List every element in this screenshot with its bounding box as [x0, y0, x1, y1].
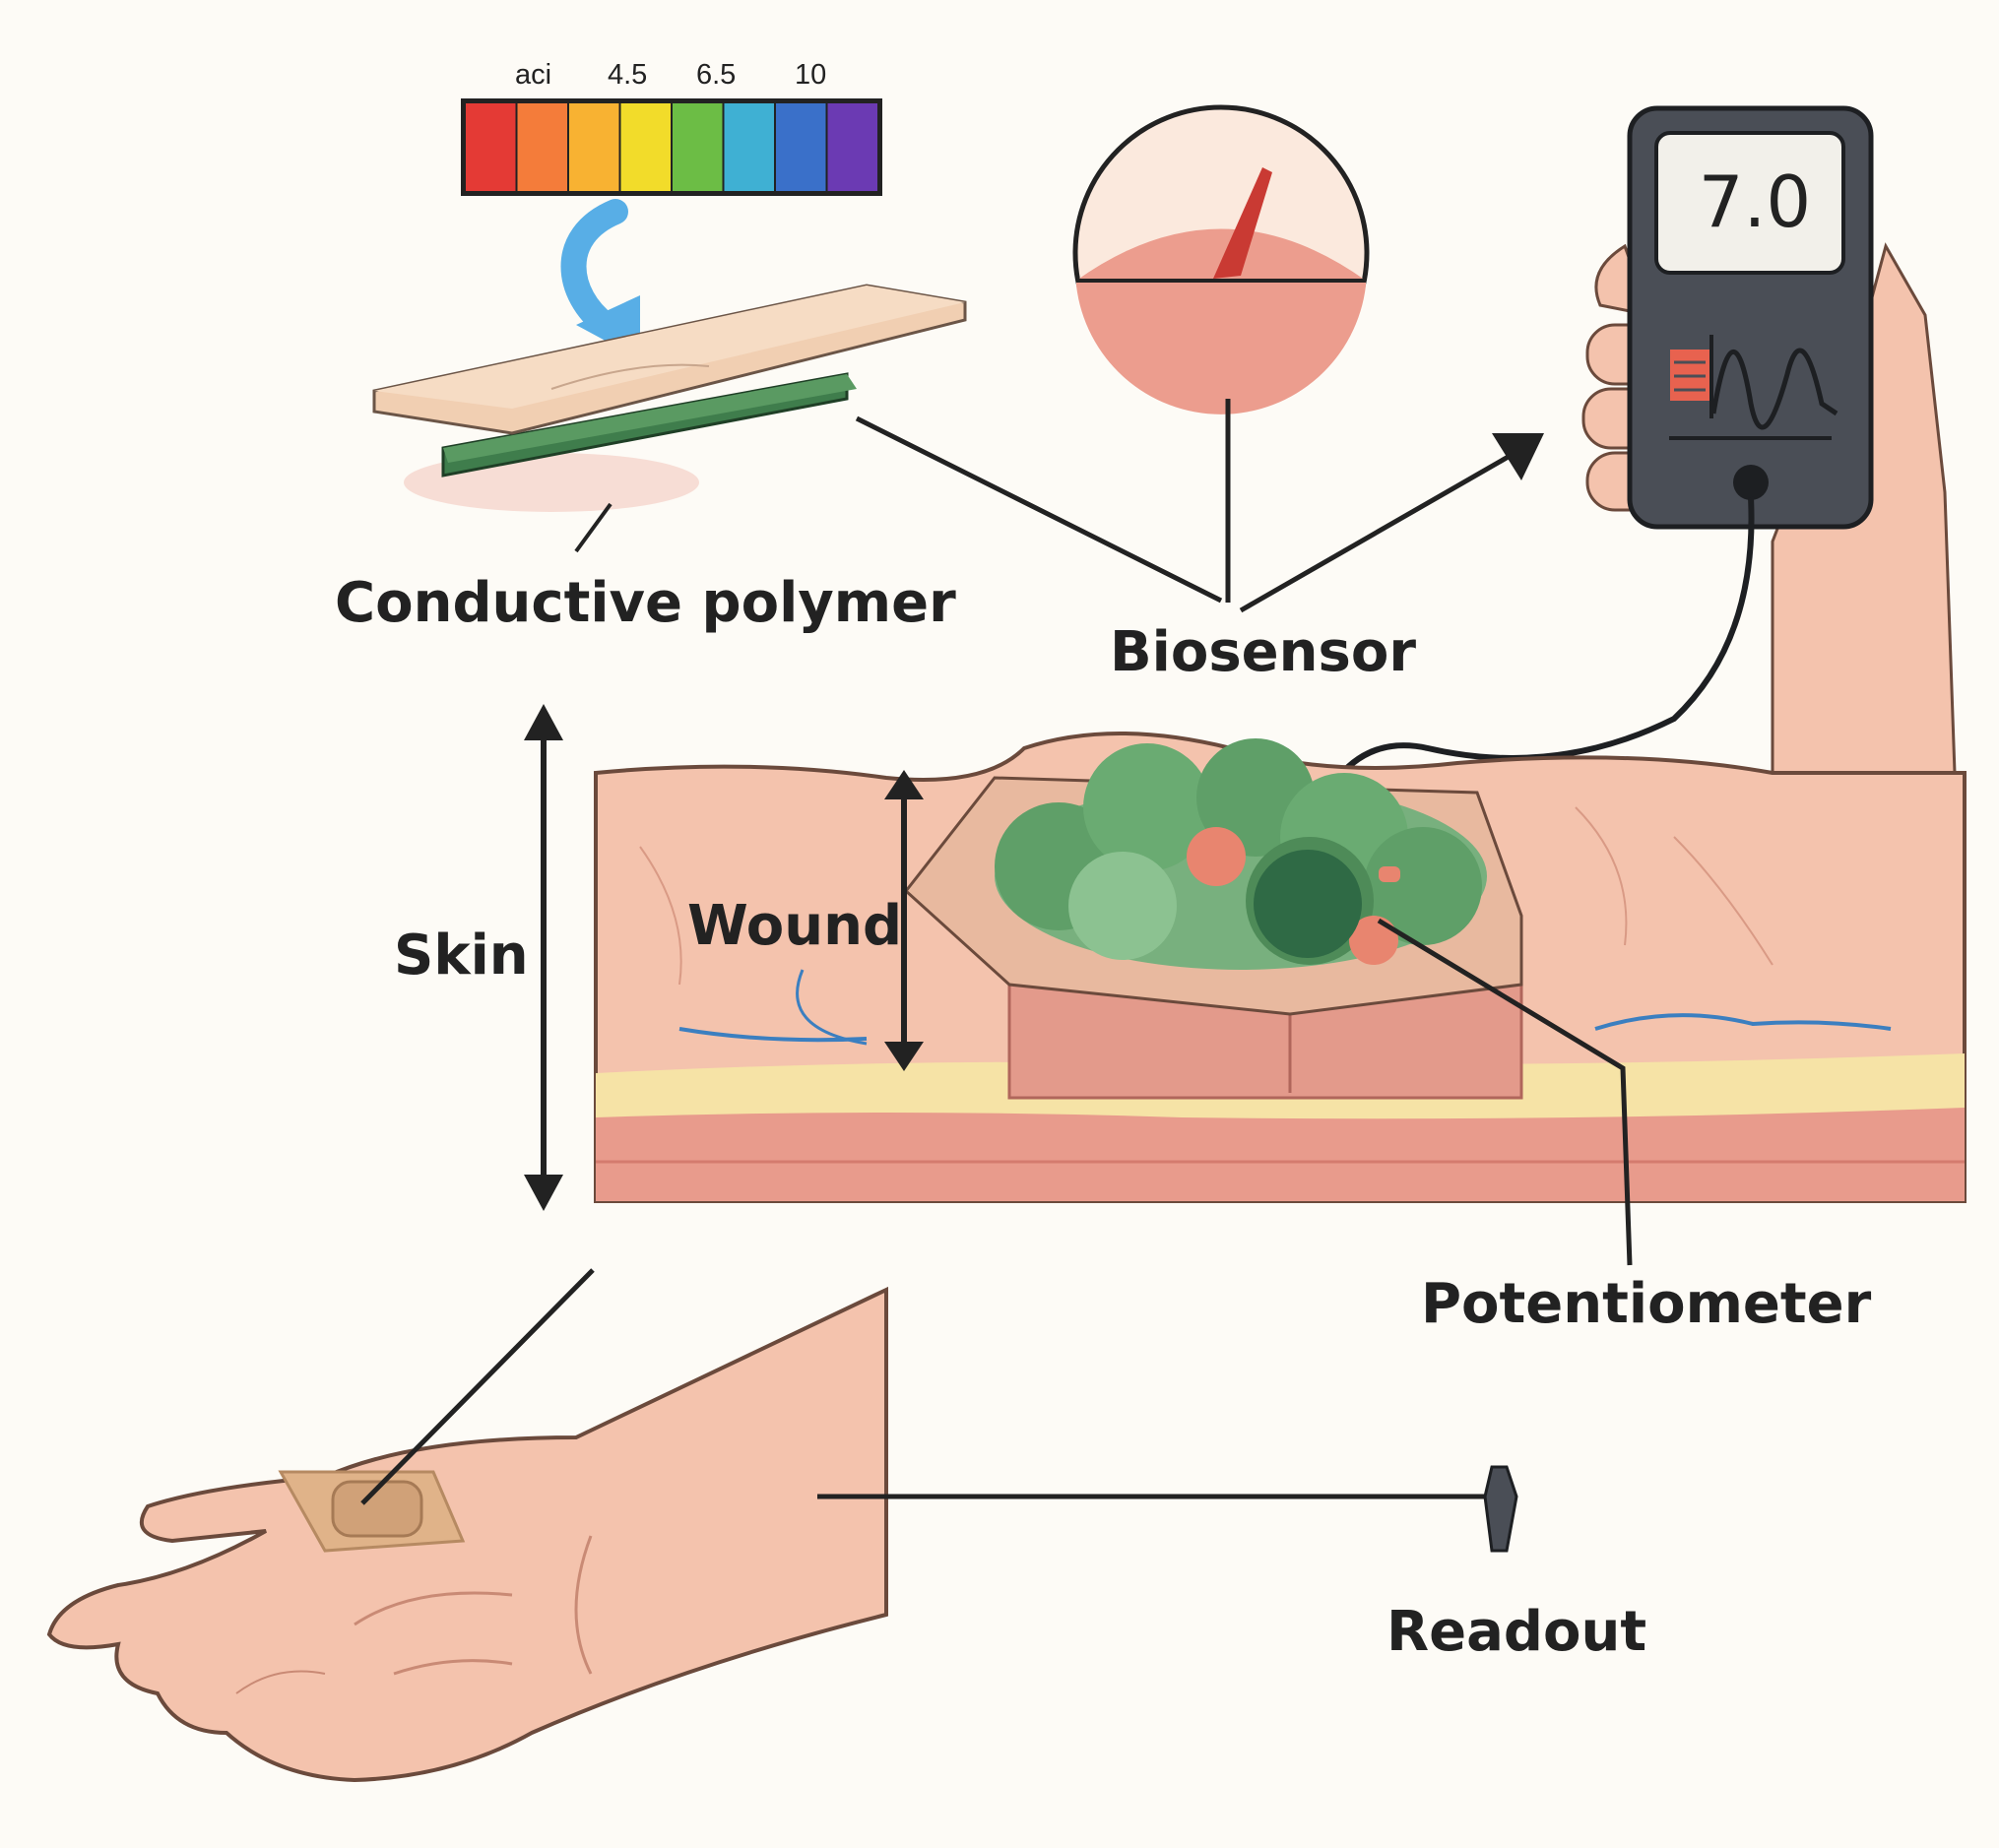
ph-swatch	[517, 102, 569, 192]
ph-tick-label: 6.5	[696, 59, 736, 92]
ph-swatch	[827, 102, 879, 192]
ph-swatch	[620, 102, 673, 192]
label-conductive-polymer: Conductive polymer	[335, 571, 956, 635]
label-skin: Skin	[394, 924, 529, 988]
ph-tick-label: 10	[795, 59, 826, 92]
ph-tick-label: 4.5	[608, 59, 647, 92]
ph-swatch	[724, 102, 776, 192]
ph-swatch	[672, 102, 724, 192]
label-biosensor: Biosensor	[1110, 620, 1416, 684]
conductive-polymer-patch	[374, 286, 965, 551]
label-readout: Readout	[1386, 1600, 1646, 1664]
skin-depth-arrow	[524, 704, 563, 1211]
ph-color-scale	[463, 100, 880, 194]
label-wound: Wound	[687, 894, 902, 958]
ph-tick-label: aci	[515, 59, 551, 92]
ph-swatch	[568, 102, 620, 192]
connector-lines	[857, 418, 1544, 610]
label-potentiometer: Potentiometer	[1421, 1272, 1871, 1336]
forearm-hand	[49, 1270, 886, 1780]
meter-display-value: 7.0	[1658, 160, 1851, 243]
biosensor-magnifier	[1075, 107, 1367, 603]
readout-connector	[817, 1467, 1516, 1551]
ph-swatch	[465, 102, 517, 192]
ph-swatch	[775, 102, 827, 192]
